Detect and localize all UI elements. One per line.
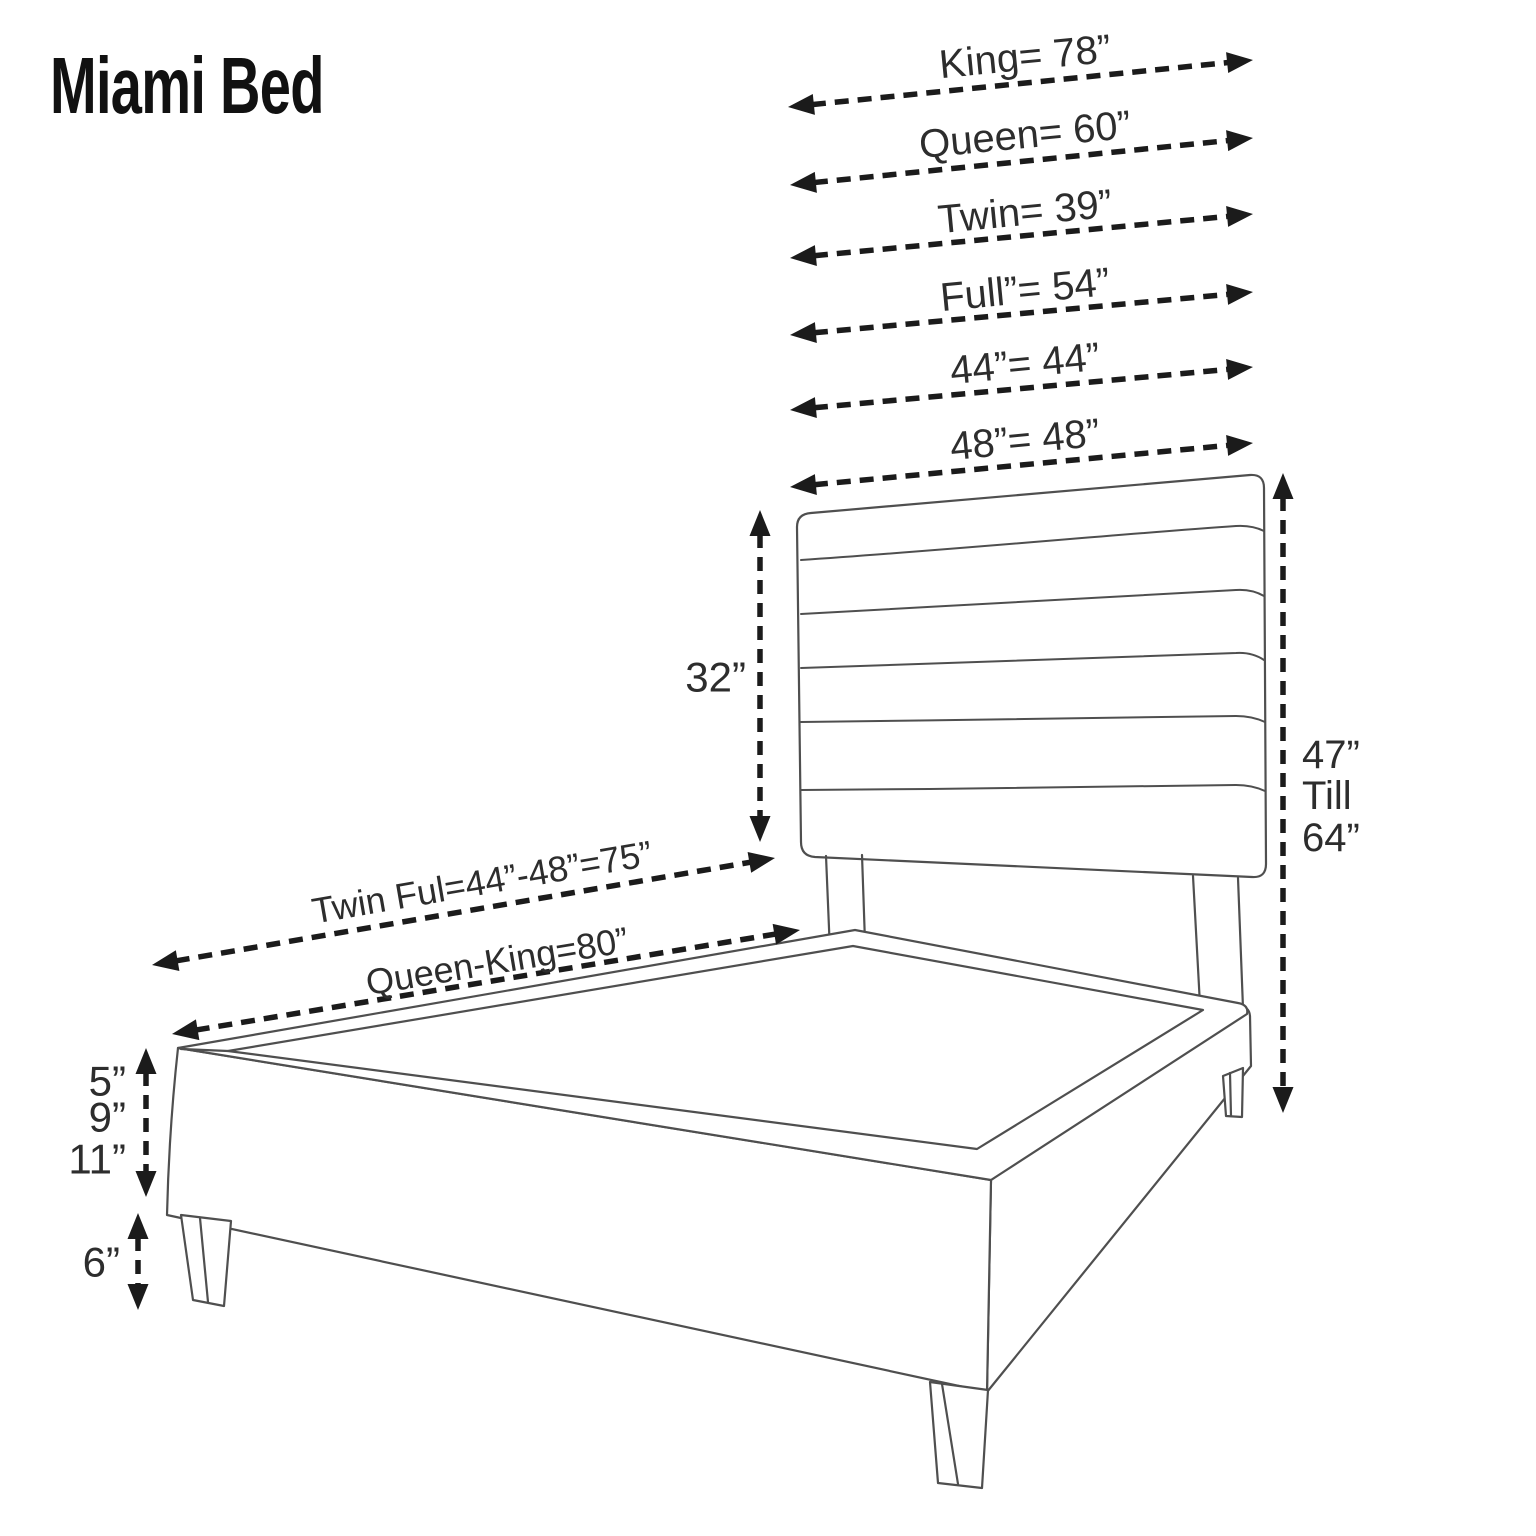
width-arrow-king <box>788 52 1253 115</box>
width-arrow-48 <box>790 435 1253 495</box>
bed-frame <box>165 928 1253 1394</box>
headboard-channel-line <box>800 524 1265 561</box>
arrowhead-icon <box>1226 130 1253 152</box>
arrowhead-icon <box>790 245 817 266</box>
headboard-channel-line <box>800 588 1265 615</box>
deck-corner-chamfer <box>179 1047 230 1053</box>
leg-height-label: 6” <box>83 1239 120 1286</box>
arrowhead-icon <box>1226 435 1253 456</box>
headboard-channel-line <box>800 783 1266 792</box>
arrowhead-icon <box>1226 52 1253 74</box>
arrowhead-icon <box>790 322 817 344</box>
arrowhead-icon <box>1226 358 1253 380</box>
width-arrow-full <box>790 283 1253 344</box>
arrowhead-icon <box>172 1019 200 1041</box>
width-arrow-queen <box>790 130 1253 193</box>
length-arrow-queen-king <box>172 923 800 1041</box>
headboard-height-label: 32” <box>685 654 746 701</box>
width-arrow-twin <box>790 206 1253 266</box>
frame-front-panel <box>165 1046 993 1394</box>
arrowhead-icon <box>1226 206 1253 227</box>
arrowhead-icon <box>127 1213 149 1239</box>
leg-rear-right <box>1221 1066 1245 1119</box>
overall-height-label-line2: Till <box>1302 774 1352 818</box>
width-label-twin: Twin= 39” <box>936 182 1114 243</box>
headboard-strut-right-edge <box>1236 876 1245 1010</box>
legs <box>179 1066 1245 1490</box>
frame-height-label-11: 11” <box>68 1136 126 1183</box>
length-arrow-twin-full <box>152 852 775 971</box>
arrowhead-icon <box>127 1284 149 1310</box>
arrowhead-icon <box>790 397 817 419</box>
arrowhead-icon <box>790 474 817 495</box>
leg-front-right-fold <box>940 1382 960 1486</box>
dimension-arrows <box>127 52 1294 1310</box>
arrowhead-icon <box>135 1048 157 1074</box>
arrowhead-icon <box>749 510 771 536</box>
arrowhead-icon <box>747 852 775 873</box>
arrowhead-icon <box>772 923 800 945</box>
leg-rear-right-shape <box>1221 1066 1245 1119</box>
headboard-channel-line <box>800 651 1265 669</box>
arrowhead-icon <box>1226 283 1253 305</box>
overall-height-arrow <box>1272 473 1294 1113</box>
arrowhead-icon <box>788 93 815 115</box>
leg-height-arrow <box>127 1213 149 1310</box>
headboard-panel <box>795 473 1268 879</box>
headboard-channel-line <box>800 714 1266 723</box>
length-label-twin-full: Twin Ful=44”-48”=75” <box>309 833 655 932</box>
overall-height-label-line3: 64” <box>1302 816 1360 860</box>
deck-border <box>226 944 1205 1151</box>
arrowhead-icon <box>135 1171 157 1197</box>
headboard <box>795 473 1268 879</box>
bed-illustration <box>165 473 1268 1490</box>
page-title: Miami Bed <box>50 41 324 130</box>
width-label-full: Full”= 54” <box>938 260 1111 320</box>
headboard-strut-right-edge <box>1191 874 1202 1007</box>
leg-front-right <box>928 1380 990 1490</box>
leg-front-right-shape <box>928 1380 990 1490</box>
frame-height-arrow <box>135 1048 157 1197</box>
headboard-height-arrow <box>749 510 771 842</box>
leg-front-left <box>179 1213 233 1308</box>
deck-top <box>176 928 1249 1182</box>
arrowhead-icon <box>790 171 817 193</box>
arrowhead-icon <box>749 816 771 842</box>
frame-height-label-5: 5” <box>89 1058 126 1105</box>
arrowhead-icon <box>152 950 180 971</box>
overall-height-label-line1: 47” <box>1302 733 1360 777</box>
width-arrow-44 <box>790 358 1253 419</box>
leg-front-left-fold <box>198 1216 210 1304</box>
width-label-king: King= 78” <box>937 27 1113 87</box>
arrowhead-icon <box>1272 1087 1294 1113</box>
frame-height-label-9: 9” <box>89 1094 126 1141</box>
leg-rear-right-fold <box>1228 1071 1233 1118</box>
arrowhead-icon <box>1272 473 1294 499</box>
width-label-queen: Queen= 60” <box>917 103 1133 167</box>
leg-front-left-shape <box>179 1213 233 1308</box>
